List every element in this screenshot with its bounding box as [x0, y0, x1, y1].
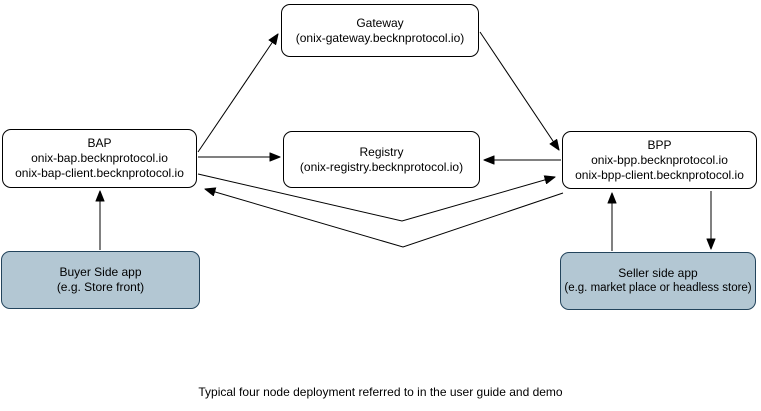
node-registry-title: Registry [359, 144, 404, 159]
node-seller-app: Seller side app (e.g. market place or he… [560, 252, 756, 310]
node-registry-host: (onix-registry.becknprotocol.io) [299, 159, 464, 174]
node-bap-title: BAP [87, 136, 112, 150]
edge-bap-to-bpp [197, 173, 555, 222]
edge-bpp-to-bap [205, 189, 564, 248]
node-bap-host: onix-bap.becknprotocol.io [31, 151, 168, 165]
node-gateway-host: (onix-gateway.becknprotocol.io) [295, 30, 465, 45]
node-bpp-host: onix-bpp.becknprotocol.io [591, 152, 728, 167]
node-buyer-app-subtitle: (e.g. Store front) [56, 280, 145, 294]
node-gateway: Gateway (onix-gateway.becknprotocol.io) [281, 4, 479, 57]
node-seller-app-title: Seller side app [618, 266, 698, 280]
node-registry: Registry (onix-registry.becknprotocol.io… [283, 131, 480, 188]
diagram-caption: Typical four node deployment referred to… [198, 385, 563, 399]
node-bpp-title: BPP [647, 137, 672, 152]
node-seller-app-subtitle: (e.g. market place or headless store) [564, 282, 752, 294]
node-buyer-app: Buyer Side app (e.g. Store front) [1, 251, 200, 309]
node-bpp-client-host: onix-bpp-client.becknprotocol.io [575, 167, 744, 182]
node-bap-client-host: onix-bap-client.becknprotocol.io [15, 166, 184, 180]
node-bap: BAP onix-bap.becknprotocol.io onix-bap-c… [2, 129, 197, 188]
edge-gateway-to-bpp [479, 31, 559, 150]
node-bpp: BPP onix-bpp.becknprotocol.io onix-bpp-c… [562, 131, 757, 189]
node-buyer-app-title: Buyer Side app [59, 265, 142, 279]
edge-bap-to-gateway [197, 34, 278, 153]
node-gateway-title: Gateway [356, 15, 404, 30]
